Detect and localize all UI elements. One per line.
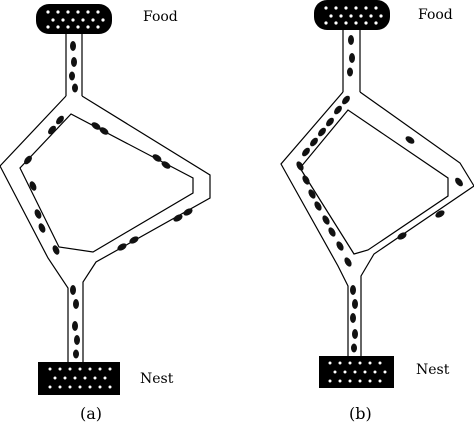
path-outline-a <box>0 34 211 362</box>
ants-a <box>24 41 193 359</box>
nest-b <box>319 356 394 388</box>
caption-a: (a) <box>80 404 102 423</box>
food-source-a <box>36 4 112 34</box>
food-source-b <box>314 0 390 30</box>
ants-b <box>296 35 463 353</box>
nest-label-a: Nest <box>140 371 174 387</box>
nest-label-b: Nest <box>416 362 450 378</box>
panel-a: Food <box>0 4 211 423</box>
panel-b: Food <box>280 0 474 423</box>
food-label-a: Food <box>143 9 178 25</box>
food-label-b: Food <box>418 7 453 23</box>
caption-b: (b) <box>349 404 372 423</box>
nest-a <box>38 362 120 395</box>
